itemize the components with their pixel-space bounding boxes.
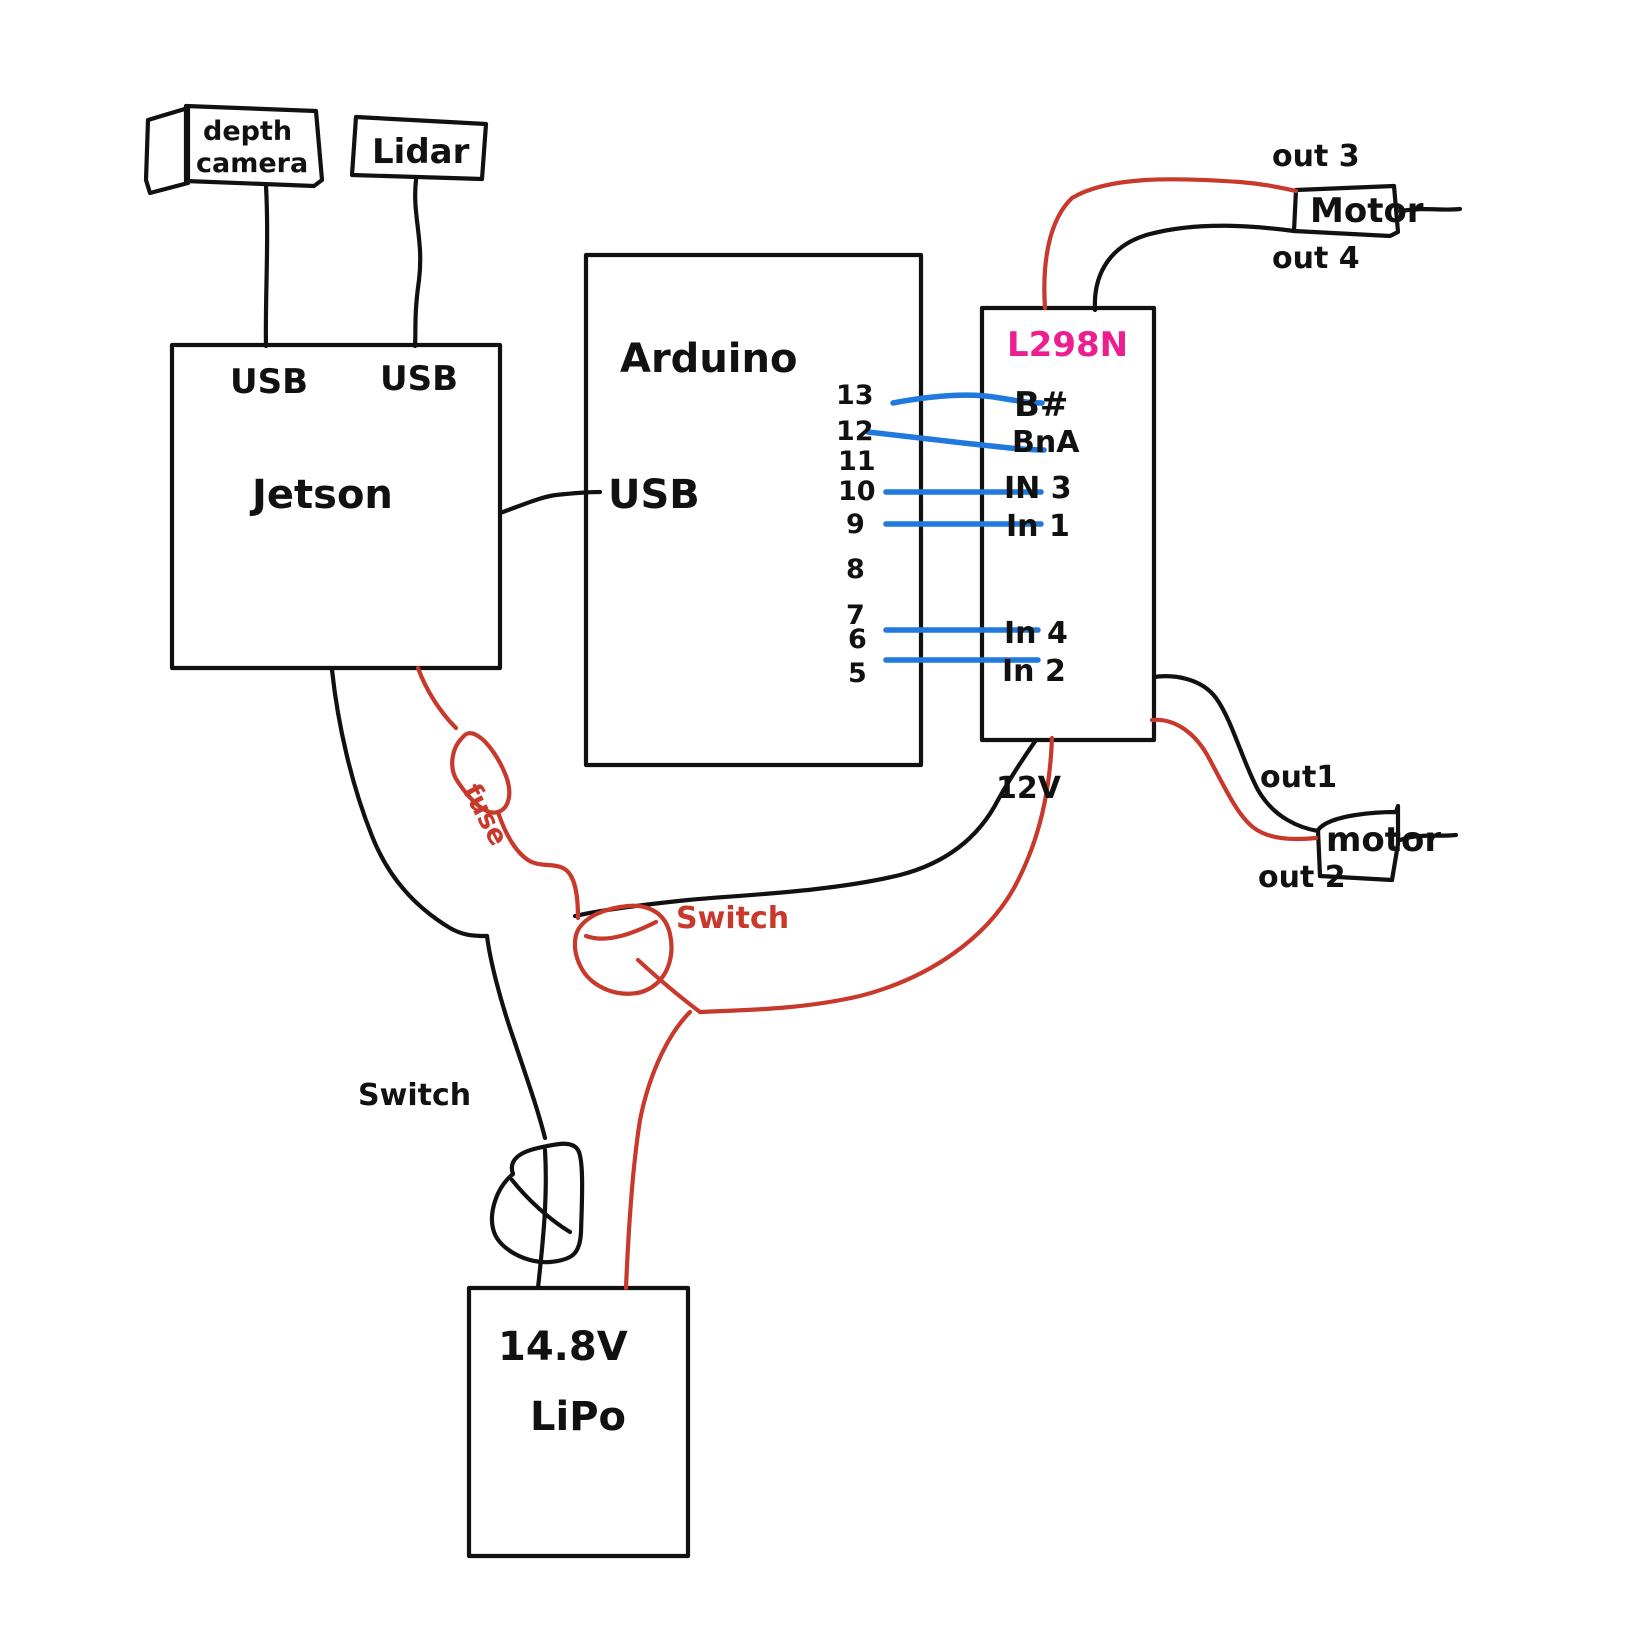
arduino-box bbox=[583, 252, 924, 768]
switch-red-lever bbox=[583, 919, 659, 941]
wire-out1-black bbox=[1151, 674, 1321, 834]
wire-pin13-to-enb bbox=[890, 392, 1045, 406]
lidar-box bbox=[349, 114, 489, 182]
jetson-box bbox=[169, 342, 503, 671]
motor-bottom-box bbox=[1315, 803, 1401, 883]
jetson-block[interactable] bbox=[169, 342, 503, 671]
depth-camera-label-line2: camera bbox=[196, 148, 308, 179]
jetson-label: Jetson bbox=[249, 472, 393, 518]
arduino-block[interactable] bbox=[583, 252, 924, 768]
motor-bottom-label: motor bbox=[1326, 820, 1441, 860]
wire-out2-red bbox=[1149, 717, 1319, 842]
lidar-label: Lidar bbox=[372, 132, 470, 172]
depth-camera-label-line1: depth bbox=[203, 116, 292, 147]
wire-l298n-gnd-black bbox=[572, 737, 1039, 919]
motor-top-box bbox=[1291, 183, 1401, 239]
wire-pin12-to-ena bbox=[865, 429, 1047, 453]
fuse-label: fuse bbox=[456, 779, 514, 851]
wire-l298n-12v-red bbox=[697, 735, 1055, 1015]
arduino-pin-8: 8 bbox=[846, 554, 865, 585]
pin-wire-group bbox=[865, 392, 1047, 663]
l298n-pin-enb: B# bbox=[1014, 385, 1068, 425]
l298n-pin-in3: IN 3 bbox=[1004, 471, 1072, 506]
wire-red-junction-to-battery bbox=[623, 1009, 693, 1291]
l298n-label: L298N bbox=[1007, 325, 1128, 365]
motor-bottom-shaft bbox=[1397, 832, 1459, 843]
wire-jetson-vplus-to-fuse bbox=[415, 665, 459, 731]
arduino-pin-13: 13 bbox=[836, 380, 874, 411]
motor-bottom-out1-label: out1 bbox=[1260, 760, 1337, 795]
motor-top-out3-label: out 3 bbox=[1272, 139, 1360, 174]
motor-top-out4-label: out 4 bbox=[1272, 241, 1360, 276]
wire-junction-to-switch-black bbox=[484, 933, 548, 1141]
arduino-pin-6: 6 bbox=[848, 624, 867, 655]
battery-voltage-label: 14.8V bbox=[498, 1324, 628, 1370]
l298n-pin-in1: In 1 bbox=[1006, 509, 1070, 544]
wire-jetson-gnd-black bbox=[329, 667, 490, 939]
jetson-usb-left-label: USB bbox=[230, 362, 308, 402]
arduino-pin-12: 12 bbox=[836, 416, 874, 447]
wire-jetson-to-arduino-usb bbox=[497, 489, 603, 516]
l298n-pin-ena: BnA bbox=[1012, 425, 1080, 460]
depth-camera-block[interactable] bbox=[143, 103, 325, 196]
jetson-usb-right-label: USB bbox=[380, 359, 458, 399]
arduino-pin-10: 10 bbox=[838, 476, 876, 507]
wire-out4-black bbox=[1092, 223, 1297, 313]
arduino-label: Arduino bbox=[620, 336, 797, 382]
l298n-pin-in2: In 2 bbox=[1002, 654, 1066, 689]
l298n-pin-in4: In 4 bbox=[1004, 616, 1068, 651]
battery-block[interactable] bbox=[466, 1285, 691, 1559]
wire-switch-to-battery-black bbox=[535, 1147, 548, 1291]
switch-red-label: Switch bbox=[676, 901, 789, 936]
wire-out3-red bbox=[1042, 177, 1299, 311]
battery-box bbox=[466, 1285, 691, 1559]
switch-black-lever bbox=[509, 1177, 573, 1235]
switch-red-symbol[interactable] bbox=[572, 903, 674, 996]
l298n-12v-label: 12V bbox=[996, 771, 1062, 806]
motor-bottom-block[interactable] bbox=[1315, 803, 1459, 883]
fuse-symbol[interactable] bbox=[450, 731, 512, 815]
switch-red-lever2 bbox=[635, 957, 703, 1015]
arduino-pin-5: 5 bbox=[848, 658, 867, 689]
arduino-usb-label: USB bbox=[608, 472, 700, 518]
wire-depth-camera-to-jetson-usb bbox=[263, 183, 270, 349]
arduino-pin-9: 9 bbox=[846, 509, 865, 540]
switch-black-symbol[interactable] bbox=[489, 1141, 585, 1265]
lidar-block[interactable] bbox=[349, 114, 489, 182]
arduino-pin-11: 11 bbox=[838, 446, 876, 477]
motor-top-label: Motor bbox=[1310, 191, 1424, 231]
battery-chemistry-label: LiPo bbox=[530, 1394, 626, 1440]
arduino-pin-7: 7 bbox=[846, 600, 865, 631]
switch-black-label: Switch bbox=[358, 1078, 471, 1113]
wire-lidar-to-jetson-usb bbox=[412, 177, 423, 349]
motor-top-block[interactable] bbox=[1291, 183, 1463, 239]
motor-bottom-out2-label: out 2 bbox=[1258, 860, 1346, 895]
wire-fuse-to-red-switch bbox=[495, 809, 581, 921]
motor-top-shaft bbox=[1397, 206, 1463, 214]
camera-lens-icon bbox=[143, 105, 191, 196]
depth-camera-box bbox=[183, 103, 325, 189]
